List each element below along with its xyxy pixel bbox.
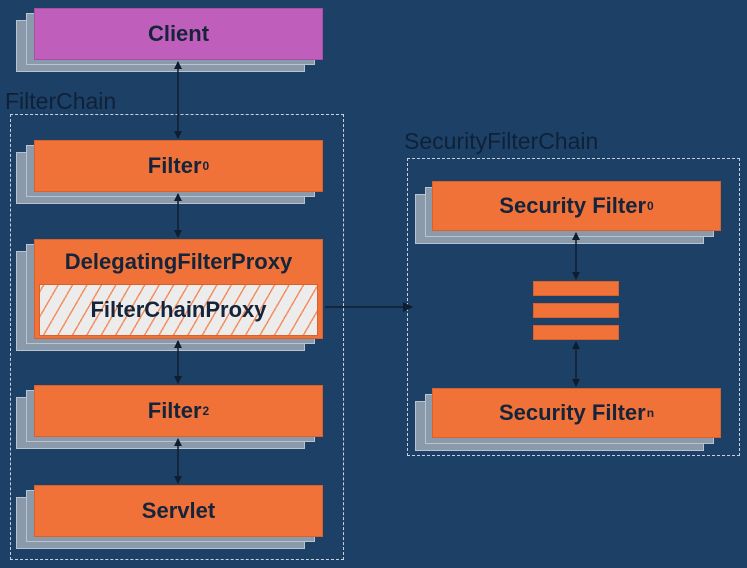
servlet-box: Servlet [34,485,323,537]
delegating-filter-proxy-label: DelegatingFilterProxy [64,249,293,274]
servlet-label: Servlet [141,498,216,523]
filter-chain-proxy-box: FilterChainProxy [39,284,318,336]
filter2-label: Filter [147,398,202,423]
security-filtern-subscript: n [646,406,655,420]
filter2-subscript: 2 [202,404,210,418]
client-label: Client [147,21,210,46]
security-filter0-subscript: 0 [647,199,654,213]
more-filters-bar [533,325,619,340]
more-filters-bar [533,281,619,296]
filter0-subscript: 0 [202,159,210,173]
filter-chain-proxy-label: FilterChainProxy [90,297,267,322]
filter0-label: Filter [147,153,202,178]
delegating-filter-proxy-box: DelegatingFilterProxy FilterChainProxy [34,239,323,339]
more-filters-bar [533,303,619,318]
client-box: Client [34,8,323,60]
security-filtern-label: Security Filter [498,400,646,425]
securityfilterchain-label: SecurityFilterChain [404,128,599,154]
filterchain-label: FilterChain [5,88,117,114]
security-filter0-label: Security Filter [499,193,647,218]
